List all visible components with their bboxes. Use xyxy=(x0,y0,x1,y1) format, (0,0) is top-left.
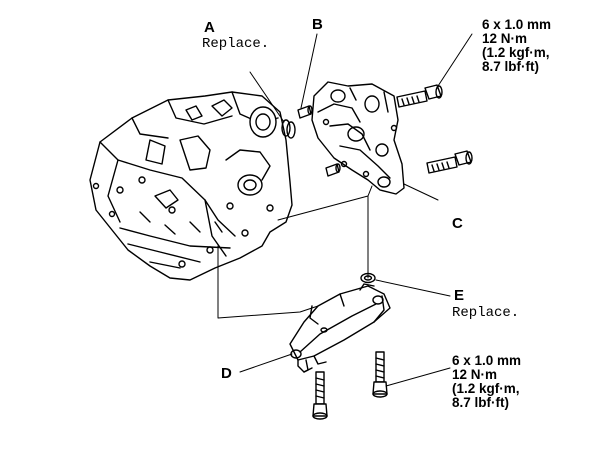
oil-strainer-d xyxy=(289,283,391,373)
lower-bolt-1 xyxy=(312,371,328,420)
callout-c-letter: C xyxy=(452,215,463,232)
torque-top-line2: 12 N·m xyxy=(482,31,528,46)
torque-bottom-line4: 8.7 lbf·ft) xyxy=(452,395,509,410)
torque-top-line3: (1.2 kgf·m, xyxy=(482,45,550,60)
torque-bottom-line3: (1.2 kgf·m, xyxy=(452,381,520,396)
callout-e-note: Replace. xyxy=(452,305,520,321)
callout-a-letter: A xyxy=(204,19,215,36)
torque-top-line4: 8.7 lbf·ft) xyxy=(482,59,539,74)
callout-a-note: Replace. xyxy=(202,36,270,52)
upper-bolt-1 xyxy=(396,84,443,108)
torque-bottom-line2: 12 N·m xyxy=(452,367,498,382)
dowel-pin-b xyxy=(297,105,341,177)
torque-spec-bottom: 6 x 1.0 mm 12 N·m (1.2 kgf·m, 8.7 lbf·ft… xyxy=(452,354,521,410)
engine-block xyxy=(89,91,293,281)
torque-top-line1: 6 x 1.0 mm xyxy=(482,17,552,32)
callout-e-letter: E xyxy=(454,287,465,304)
leader-lines xyxy=(217,33,473,387)
torque-bottom-line1: 6 x 1.0 mm xyxy=(452,353,522,368)
callout-d-letter: D xyxy=(221,365,232,382)
upper-bolt-2 xyxy=(426,150,473,174)
o-ring-a xyxy=(281,119,296,139)
torque-spec-top: 6 x 1.0 mm 12 N·m (1.2 kgf·m, 8.7 lbf·ft… xyxy=(482,18,551,74)
callout-b-letter: B xyxy=(312,16,323,33)
lower-bolt-2 xyxy=(372,351,388,398)
oil-pump-c xyxy=(311,81,405,195)
